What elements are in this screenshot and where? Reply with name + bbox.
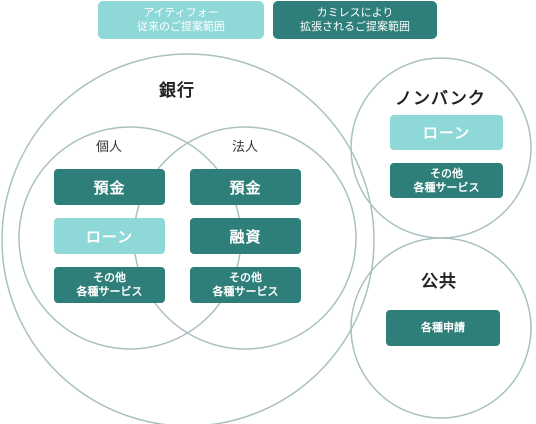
public-title: 公共 [421, 272, 457, 292]
individual-deposit-label: 預金 [93, 178, 126, 197]
legend-extended-line1: カミレスにより [316, 6, 394, 19]
individual-title: 個人 [96, 140, 123, 155]
individual-other-line1: その他 [93, 271, 126, 284]
corporate-deposit-label: 預金 [229, 178, 262, 197]
corporate-title: 法人 [232, 140, 259, 155]
corporate-financing-label: 融資 [229, 227, 262, 246]
public-applications-box: 各種申請 [386, 310, 500, 346]
bank-title: 銀行 [159, 81, 195, 101]
corporate-deposit-box: 預金 [190, 169, 301, 205]
individual-other-box: その他 各種サービス [54, 267, 165, 303]
nonbank-other-line1: その他 [430, 166, 463, 180]
corporate-other-line2: 各種サービス [212, 285, 279, 298]
nonbank-loan-label: ローン [422, 124, 471, 142]
nonbank-loan-box: ローン [390, 115, 503, 150]
public-circle [350, 237, 532, 419]
legend-extended-line2: 拡張されるご提案範囲 [300, 20, 410, 33]
legend-extended-scope: カミレスにより 拡張されるご提案範囲 [273, 1, 437, 39]
individual-loan-box: ローン [54, 218, 165, 254]
nonbank-other-box: その他 各種サービス [390, 163, 503, 198]
legend-existing-scope: アイティフォー 従来のご提案範囲 [98, 1, 264, 39]
nonbank-title: ノンバンク [395, 89, 486, 109]
public-applications-label: 各種申請 [421, 321, 465, 334]
bank-circle [1, 53, 375, 424]
nonbank-other-line2: 各種サービス [413, 180, 480, 194]
corporate-other-line1: その他 [229, 271, 262, 284]
corporate-financing-box: 融資 [190, 218, 301, 254]
individual-other-line2: 各種サービス [76, 285, 143, 298]
corporate-other-box: その他 各種サービス [190, 267, 301, 303]
legend-existing-line2: 従来のご提案範囲 [137, 20, 225, 33]
legend-existing-line1: アイティフォー [143, 6, 219, 19]
individual-loan-label: ローン [85, 227, 134, 246]
individual-deposit-box: 預金 [54, 169, 165, 205]
